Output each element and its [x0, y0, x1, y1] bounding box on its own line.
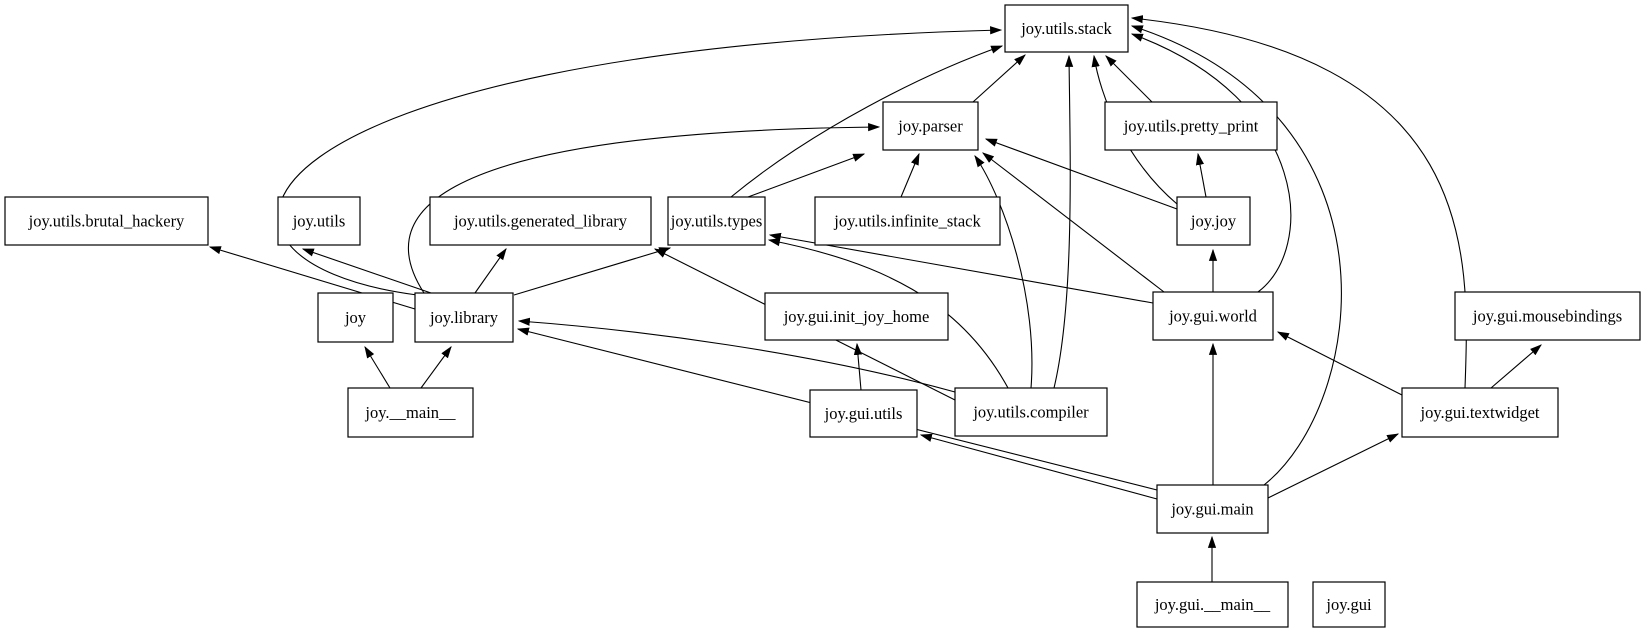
edge-pretty_print-to-stack	[1105, 55, 1153, 103]
edge-textwidget-to-world	[1276, 331, 1403, 396]
edge-main_dunder-to-library	[420, 346, 452, 389]
node-box-stack	[1004, 4, 1129, 53]
node-label-main_dunder: joy.__main__	[364, 403, 456, 422]
edge-gui_main-to-textwidget	[1267, 433, 1400, 499]
edge-parser-to-stack	[972, 54, 1026, 103]
node-infinite_stack: joy.utils.infinite_stack	[814, 196, 1001, 246]
node-gui_main_dunder: joy.gui.__main__	[1136, 581, 1289, 628]
node-label-compiler: joy.utils.compiler	[972, 403, 1089, 422]
node-label-textwidget: joy.gui.textwidget	[1420, 403, 1540, 422]
node-compiler: joy.utils.compiler	[954, 387, 1108, 437]
node-init_joy_home: joy.gui.init_joy_home	[764, 292, 949, 341]
node-label-gui: joy.gui	[1325, 595, 1372, 614]
node-label-joy_joy: joy.joy	[1190, 212, 1237, 231]
node-label-utils: joy.utils	[292, 212, 346, 231]
node-label-stack: joy.utils.stack	[1020, 19, 1112, 38]
node-types: joy.utils.types	[667, 196, 766, 246]
edge-library-to-types	[513, 247, 672, 296]
node-box-infinite_stack	[814, 196, 1001, 246]
node-box-main_dunder	[347, 387, 474, 438]
edge-infinite_stack-to-parser	[900, 152, 920, 198]
edge-world-to-parser	[982, 152, 1165, 293]
node-label-gui_main: joy.gui.main	[1170, 500, 1253, 519]
node-box-gui_main	[1156, 484, 1269, 534]
edge-world-to-types	[768, 232, 1154, 304]
node-stack: joy.utils.stack	[1004, 4, 1129, 53]
node-label-pretty_print: joy.utils.pretty_print	[1123, 117, 1259, 136]
edge-library-to-utils	[301, 248, 432, 294]
edge-gui_main-to-stack	[1130, 25, 1342, 486]
node-main_dunder: joy.__main__	[347, 387, 474, 438]
edge-compiler-to-stack	[1053, 54, 1074, 389]
node-box-joy_joy	[1176, 196, 1251, 246]
edge-main_dunder-to-joy	[364, 345, 391, 389]
node-library: joy.library	[414, 292, 514, 343]
edge-library-to-parser	[407, 123, 881, 294]
edge-world-to-stack	[1130, 33, 1292, 293]
edge-compiler-to-parser	[974, 154, 1033, 389]
node-joy_joy: joy.joy	[1176, 196, 1251, 246]
edge-compiler-to-types	[767, 238, 1009, 389]
node-generated_library: joy.utils.generated_library	[429, 196, 652, 246]
node-box-utils	[277, 196, 361, 246]
node-box-textwidget	[1401, 387, 1559, 438]
edge-gui_main-to-gui_utils	[919, 433, 1158, 500]
node-mousebindings: joy.gui.mousebindings	[1454, 291, 1641, 341]
node-pretty_print: joy.utils.pretty_print	[1104, 101, 1278, 151]
node-label-library: joy.library	[429, 308, 499, 327]
edge-gui_utils-to-init_joy_home	[853, 342, 863, 391]
edge-library-to-stack	[277, 26, 1003, 296]
edge-compiler-to-library	[517, 317, 956, 393]
node-box-world	[1152, 291, 1274, 341]
node-box-joy	[317, 292, 394, 343]
node-label-generated_library: joy.utils.generated_library	[453, 212, 628, 231]
node-box-generated_library	[429, 196, 652, 246]
node-box-mousebindings	[1454, 291, 1641, 341]
node-parser: joy.parser	[882, 101, 979, 151]
edge-joy_joy-to-pretty_print	[1195, 152, 1207, 198]
node-label-infinite_stack: joy.utils.infinite_stack	[833, 212, 981, 231]
node-box-gui_utils	[809, 389, 918, 438]
edge-joy_joy-to-parser	[984, 138, 1178, 210]
node-world: joy.gui.world	[1152, 291, 1274, 341]
node-label-mousebindings: joy.gui.mousebindings	[1472, 307, 1622, 326]
node-label-brutal_hackery: joy.utils.brutal_hackery	[28, 212, 185, 231]
node-label-world: joy.gui.world	[1168, 307, 1258, 326]
node-gui_utils: joy.gui.utils	[809, 389, 918, 438]
node-label-types: joy.utils.types	[670, 212, 763, 231]
node-label-init_joy_home: joy.gui.init_joy_home	[783, 307, 930, 326]
node-label-parser: joy.parser	[897, 117, 963, 136]
edge-types-to-parser	[747, 153, 866, 198]
node-box-gui	[1312, 581, 1386, 628]
node-gui: joy.gui	[1312, 581, 1386, 628]
node-box-pretty_print	[1104, 101, 1278, 151]
edge-textwidget-to-mousebindings	[1490, 344, 1542, 389]
node-textwidget: joy.gui.textwidget	[1401, 387, 1559, 438]
edge-types-to-stack	[730, 45, 1004, 198]
node-box-parser	[882, 101, 979, 151]
edge-library-to-generated_library	[474, 248, 507, 294]
node-brutal_hackery: joy.utils.brutal_hackery	[4, 196, 209, 246]
node-box-compiler	[954, 387, 1108, 437]
node-label-joy: joy	[344, 308, 367, 327]
node-joy: joy	[317, 292, 394, 343]
node-box-types	[667, 196, 766, 246]
node-label-gui_utils: joy.gui.utils	[824, 404, 903, 423]
node-box-library	[414, 292, 514, 343]
node-box-gui_main_dunder	[1136, 581, 1289, 628]
node-label-gui_main_dunder: joy.gui.__main__	[1154, 595, 1271, 614]
node-box-brutal_hackery	[4, 196, 209, 246]
node-gui_main: joy.gui.main	[1156, 484, 1269, 534]
node-utils: joy.utils	[277, 196, 361, 246]
node-box-init_joy_home	[764, 292, 949, 341]
